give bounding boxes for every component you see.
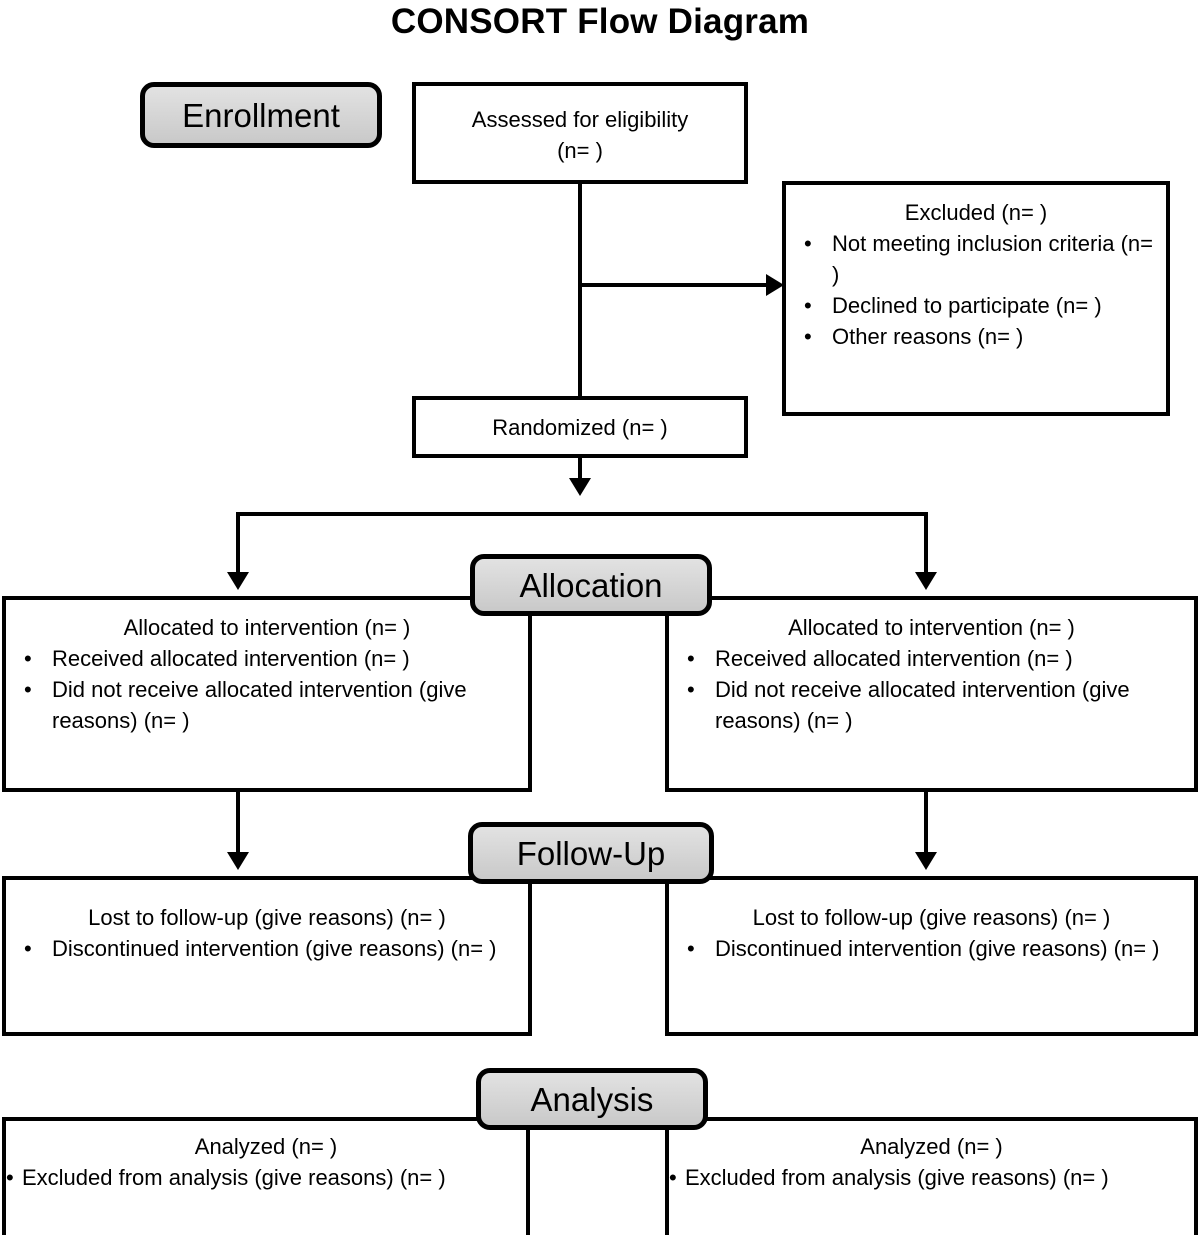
connector-to-excluded [578, 283, 770, 287]
list-item: Discontinued intervention (give reasons)… [669, 933, 1194, 964]
followup-left-bullet-list: Discontinued intervention (give reasons)… [6, 933, 528, 964]
arrowhead-split-left [227, 572, 249, 590]
box-assessed-for-eligibility: Assessed for eligibility (n= ) [412, 82, 748, 184]
connector-allocation-right-to-followup [924, 792, 928, 854]
stage-badge-followup: Follow-Up [468, 822, 714, 884]
allocation-right-bullet-list: Received allocated intervention (n= ) Di… [669, 643, 1194, 736]
connector-randomized-down [578, 458, 582, 480]
stage-badge-allocation-label: Allocation [519, 566, 663, 604]
connector-allocation-left-to-followup [236, 792, 240, 854]
list-item: Declined to participate (n= ) [786, 290, 1166, 321]
stage-badge-allocation: Allocation [470, 554, 712, 616]
connector-split-left-arm [236, 512, 240, 574]
analysis-right-heading: Analyzed (n= ) [860, 1134, 1003, 1159]
followup-left-heading: Lost to follow-up (give reasons) (n= ) [88, 905, 446, 930]
stage-badge-followup-label: Follow-Up [516, 834, 666, 872]
stage-badge-analysis: Analysis [476, 1068, 708, 1130]
box-analysis-right: Analyzed (n= ) Excluded from analysis (g… [665, 1117, 1198, 1235]
list-item: Other reasons (n= ) [786, 321, 1166, 352]
followup-right-heading: Lost to follow-up (give reasons) (n= ) [752, 905, 1111, 930]
allocation-left-bullet-list: Received allocated intervention (n= ) Di… [6, 643, 528, 736]
box-excluded: Excluded (n= ) Not meeting inclusion cri… [782, 181, 1170, 416]
randomized-text: Randomized (n= ) [492, 415, 668, 440]
list-item: Excluded from analysis (give reasons) (n… [6, 1162, 526, 1193]
list-item: Did not receive allocated intervention (… [6, 674, 528, 736]
arrowhead-allocation-left-to-followup [227, 852, 249, 870]
analysis-left-bullet-list: Excluded from analysis (give reasons) (n… [6, 1162, 526, 1193]
excluded-heading: Excluded (n= ) [904, 200, 1048, 225]
connector-split-bar [236, 512, 928, 516]
stage-badge-enrollment-label: Enrollment [182, 96, 340, 134]
excluded-bullet-list: Not meeting inclusion criteria (n= ) Dec… [786, 228, 1166, 352]
box-allocation-left: Allocated to intervention (n= ) Received… [2, 596, 532, 792]
analysis-right-bullet-list: Excluded from analysis (give reasons) (n… [669, 1162, 1194, 1193]
box-randomized: Randomized (n= ) [412, 396, 748, 458]
box-followup-right: Lost to follow-up (give reasons) (n= ) D… [665, 876, 1198, 1036]
allocation-left-heading: Allocated to intervention (n= ) [123, 615, 411, 640]
allocation-right-heading: Allocated to intervention (n= ) [788, 615, 1075, 640]
assessed-line-2: (n= ) [557, 138, 603, 163]
box-followup-left: Lost to follow-up (give reasons) (n= ) D… [2, 876, 532, 1036]
connector-assessed-to-randomized [578, 184, 582, 396]
list-item: Not meeting inclusion criteria (n= ) [786, 228, 1166, 290]
stage-badge-analysis-label: Analysis [530, 1080, 654, 1118]
page-title: CONSORT Flow Diagram [390, 2, 810, 41]
list-item: Received allocated intervention (n= ) [6, 643, 528, 674]
followup-right-bullet-list: Discontinued intervention (give reasons)… [669, 933, 1194, 964]
arrowhead-split-right [915, 572, 937, 590]
analysis-left-heading: Analyzed (n= ) [194, 1134, 338, 1159]
box-analysis-left: Analyzed (n= ) Excluded from analysis (g… [2, 1117, 530, 1235]
list-item: Received allocated intervention (n= ) [669, 643, 1194, 674]
arrowhead-allocation-right-to-followup [915, 852, 937, 870]
arrowhead-randomized-down [569, 478, 591, 496]
connector-split-right-arm [924, 512, 928, 574]
list-item: Excluded from analysis (give reasons) (n… [669, 1162, 1194, 1193]
box-allocation-right: Allocated to intervention (n= ) Received… [665, 596, 1198, 792]
stage-badge-enrollment: Enrollment [140, 82, 382, 148]
list-item: Did not receive allocated intervention (… [669, 674, 1194, 736]
assessed-line-1: Assessed for eligibility [471, 107, 689, 132]
list-item: Discontinued intervention (give reasons)… [6, 933, 528, 964]
arrowhead-to-excluded [766, 274, 784, 296]
